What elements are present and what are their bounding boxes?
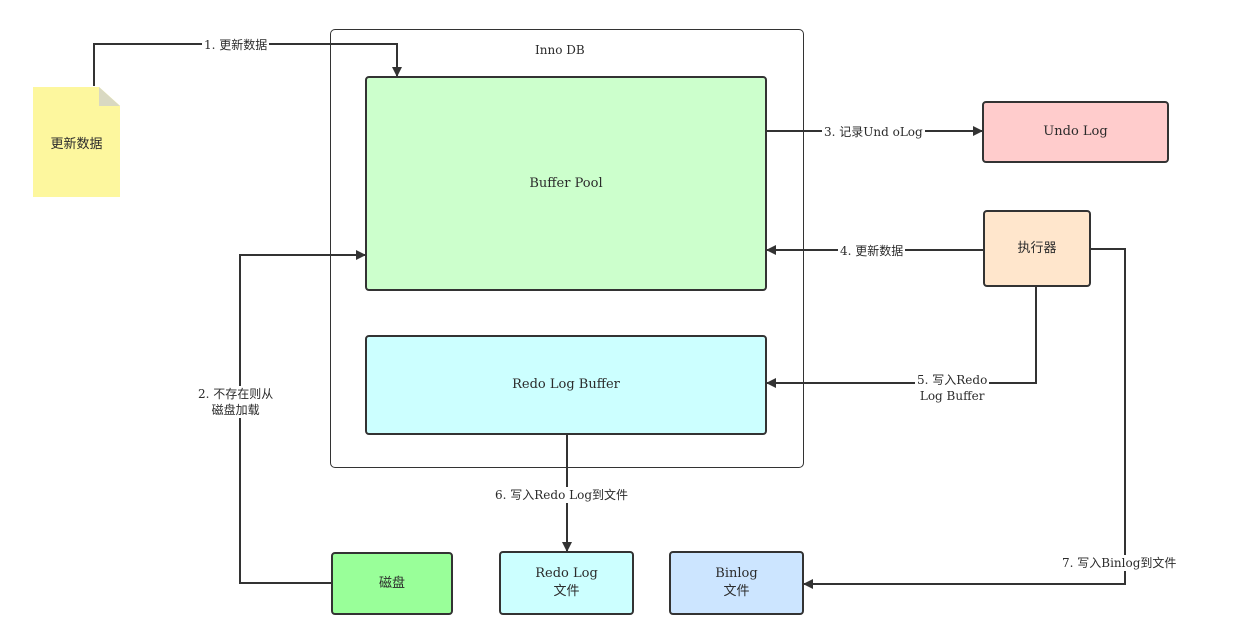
innodb-title: Inno DB bbox=[535, 43, 585, 57]
undo-log-box: Undo Log bbox=[982, 101, 1169, 163]
arrow-step2 bbox=[239, 250, 366, 584]
step3-label: 3. 记录Und oLog bbox=[822, 124, 925, 141]
step2-label: 2. 不存在则从 磁盘加载 bbox=[196, 386, 276, 419]
step7-label: 7. 写入Binlog到文件 bbox=[1060, 555, 1179, 572]
binlog-file-box: Binlog 文件 bbox=[669, 551, 804, 615]
step4-label: 4. 更新数据 bbox=[838, 243, 906, 260]
step1-label: 1. 更新数据 bbox=[202, 37, 270, 54]
executor-box: 执行器 bbox=[983, 210, 1091, 287]
step5-label: 5. 写入Redo Log Buffer bbox=[915, 372, 990, 405]
note-label: 更新数据 bbox=[50, 136, 103, 152]
redo-log-file-box: Redo Log 文件 bbox=[499, 551, 634, 615]
arrow-step5 bbox=[766, 287, 1037, 388]
disk-box: 磁盘 bbox=[331, 552, 453, 615]
step6-label: 6. 写入Redo Log到文件 bbox=[493, 487, 630, 504]
arrow-step7 bbox=[803, 248, 1126, 589]
redo-log-buffer-box: Redo Log Buffer bbox=[365, 335, 767, 435]
buffer-pool-box: Buffer Pool bbox=[365, 76, 767, 291]
innodb-container bbox=[330, 29, 804, 468]
